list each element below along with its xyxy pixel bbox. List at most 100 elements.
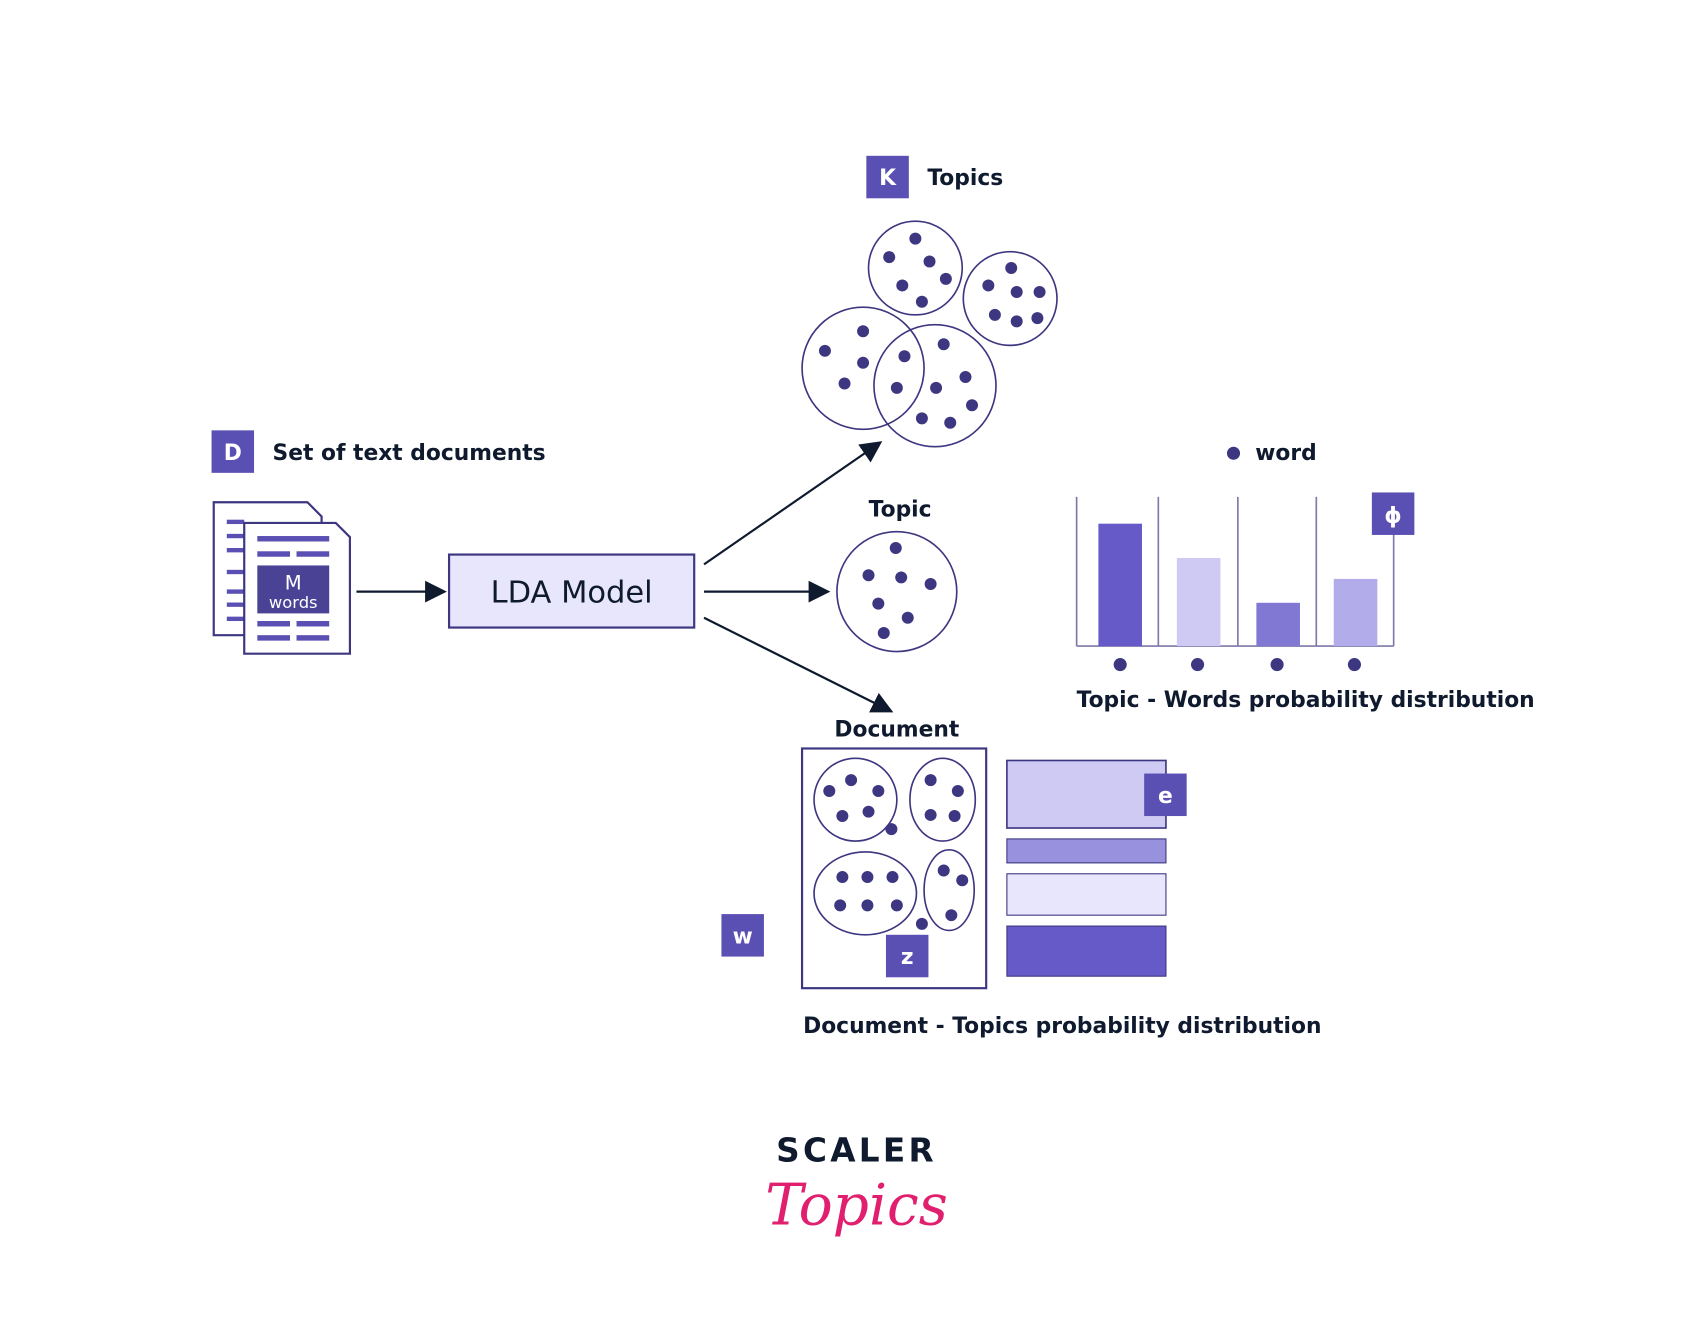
document-label: Document — [834, 718, 959, 743]
word-dot — [909, 232, 922, 245]
words-label: words — [269, 593, 318, 612]
word-dot — [924, 577, 937, 590]
word-dot — [890, 381, 903, 394]
word-dot — [861, 899, 874, 912]
word-dot — [896, 279, 909, 292]
topics-cluster — [801, 220, 1058, 653]
topic-circle — [867, 220, 964, 316]
word-legend-label: word — [1255, 441, 1316, 466]
word-dot — [861, 871, 874, 884]
lda-model-label: LDA Model — [491, 575, 653, 610]
word-dot — [924, 774, 937, 787]
documents-label: Set of text documents — [273, 441, 546, 466]
word-dot — [948, 810, 961, 823]
word-chart-caption: Topic - Words probability distribution — [1077, 688, 1535, 713]
doc-topic-bar-3 — [1006, 873, 1167, 916]
doc-topic-bar-4 — [1006, 925, 1167, 977]
word-dot — [939, 272, 952, 285]
doc-topic-ellipse — [909, 757, 977, 842]
word-dot — [877, 627, 890, 639]
doc-topic-ellipse — [813, 851, 918, 936]
e-badge-letter: e — [1158, 784, 1173, 809]
topics-label: Topics — [927, 166, 1003, 191]
k-badge — [866, 155, 909, 199]
document-topic-groups — [813, 757, 977, 936]
topic-label: Topic — [869, 497, 932, 522]
word-dot — [1191, 658, 1205, 672]
word-dot — [945, 909, 958, 922]
doc-topic-bar-2 — [1006, 838, 1167, 864]
single-topic-circle — [836, 530, 958, 653]
e-badge — [1144, 773, 1187, 817]
z-badge — [885, 934, 929, 978]
word-dot — [924, 808, 937, 821]
d-badge — [211, 430, 255, 473]
phi-badge — [1371, 492, 1415, 535]
word-dot — [1270, 658, 1284, 672]
word-dot — [1010, 285, 1023, 298]
logo-scaler: SCALER — [776, 1131, 937, 1169]
m-letter: M — [285, 571, 302, 594]
word-dot — [895, 571, 908, 584]
document-stack-icon: M words — [212, 501, 352, 655]
word-dot — [1031, 312, 1044, 325]
word-dot — [872, 597, 885, 610]
word-prob-bar — [1333, 578, 1378, 647]
word-dot — [823, 784, 836, 797]
word-dot — [1033, 285, 1046, 298]
word-dot — [1113, 658, 1127, 672]
word-dot — [836, 871, 849, 884]
word-dot — [862, 569, 875, 582]
word-dot — [890, 899, 903, 912]
word-dot — [885, 823, 898, 836]
word-dot — [1347, 658, 1361, 672]
word-dot — [988, 308, 1001, 321]
doc-topic-bar-1 — [1006, 759, 1167, 829]
document-caption: Document - Topics probability distributi… — [803, 1014, 1321, 1039]
word-dot — [1005, 262, 1018, 275]
word-dot — [937, 338, 950, 351]
word-dot — [818, 344, 831, 357]
word-prob-bar — [1176, 558, 1221, 647]
w-badge — [721, 914, 764, 957]
k-badge-letter: K — [879, 166, 897, 191]
word-dot — [959, 370, 972, 383]
word-dot — [883, 251, 896, 264]
topic-circle — [962, 250, 1058, 347]
word-legend-dot — [1226, 446, 1241, 460]
word-dot — [915, 295, 928, 308]
word-dot — [836, 810, 849, 823]
word-dot — [966, 399, 979, 412]
document-topic-bars — [1006, 759, 1167, 977]
word-dot — [886, 871, 899, 884]
doc-topic-ellipse — [813, 757, 898, 842]
topic-circle — [801, 306, 925, 431]
arrow-to-topics — [703, 441, 883, 566]
word-dot — [857, 356, 870, 369]
word-dot — [872, 784, 885, 797]
word-prob-bar — [1256, 602, 1300, 647]
lda-model-box: LDA Model — [447, 553, 696, 629]
word-dot — [956, 874, 969, 887]
w-badge-letter: w — [733, 925, 753, 950]
phi-badge-letter: ϕ — [1384, 504, 1401, 529]
z-badge-letter: z — [901, 945, 914, 970]
word-dot — [982, 279, 995, 292]
word-dot — [901, 611, 914, 624]
word-dot — [862, 805, 875, 818]
word-dot — [889, 542, 902, 555]
word-dot — [898, 350, 911, 363]
topic-word-chart — [1075, 496, 1395, 672]
scaler-topics-logo: SCALER Topics — [765, 1131, 948, 1238]
word-dot — [944, 416, 957, 429]
word-dot — [915, 917, 928, 930]
d-badge-letter: D — [224, 441, 242, 466]
word-dot — [1010, 315, 1023, 328]
word-dot — [951, 784, 964, 797]
documents-section: D Set of text documents M words — [211, 430, 546, 655]
arrow-to-document — [703, 616, 894, 713]
word-dot — [930, 381, 943, 394]
word-dot — [937, 864, 950, 877]
word-dot — [857, 325, 870, 338]
